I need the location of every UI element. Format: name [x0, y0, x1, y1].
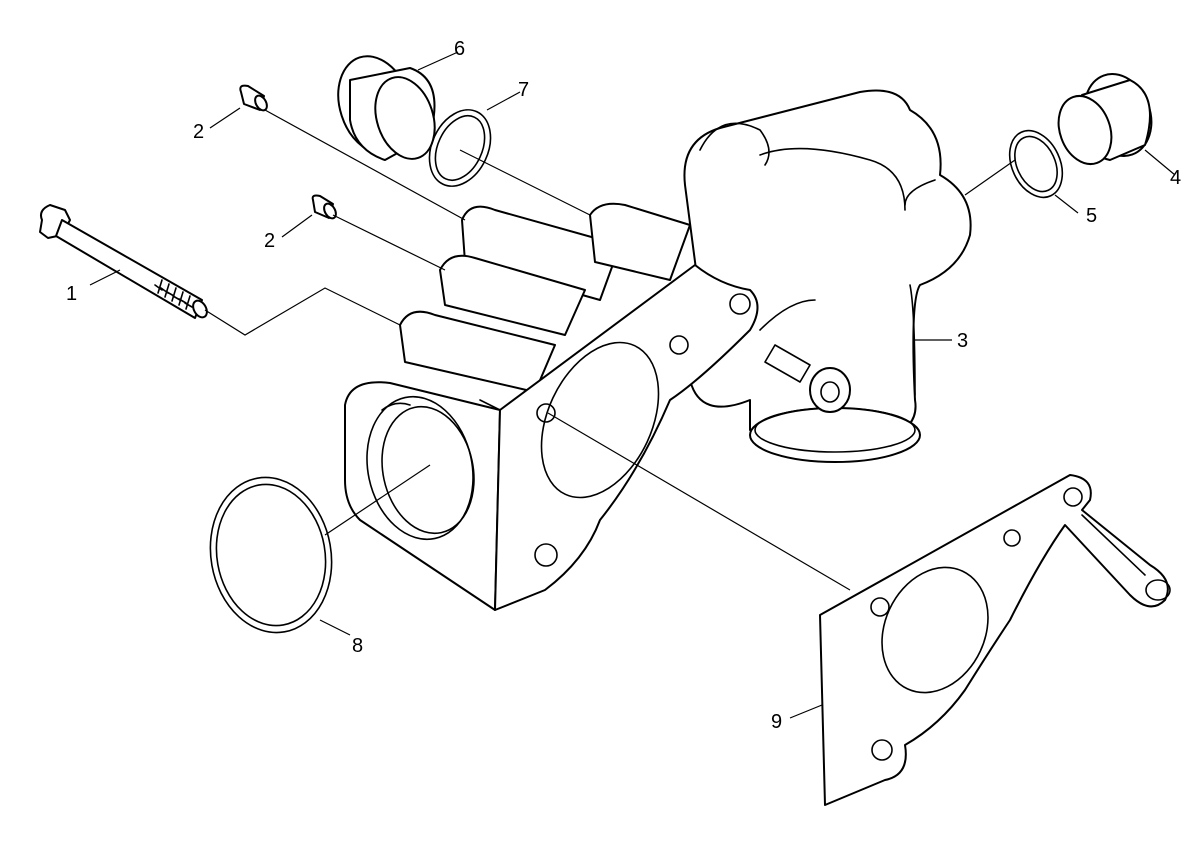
elbow-housing [683, 89, 972, 463]
callout-2-lower: 2 [264, 230, 275, 252]
callout-4: 4 [1170, 167, 1181, 189]
callout-1: 1 [66, 283, 77, 305]
o-ring-8 [209, 476, 333, 634]
callout-9: 9 [771, 711, 782, 733]
gasket [819, 474, 1171, 806]
callout-7: 7 [518, 79, 529, 101]
callout-8: 8 [352, 635, 363, 657]
o-ring-5 [1008, 129, 1064, 199]
o-ring-7 [428, 109, 492, 187]
dowel-pin-upper [239, 84, 268, 112]
bolt [39, 204, 208, 319]
callout-5: 5 [1086, 205, 1097, 227]
thermostat-housing [344, 202, 759, 611]
callout-2-upper: 2 [193, 121, 204, 143]
cap-6 [337, 55, 436, 161]
leader-lines [89, 51, 1176, 719]
callout-6: 6 [454, 38, 465, 60]
cap-4 [1057, 73, 1153, 165]
dowel-pin-lower [311, 194, 337, 220]
callout-3: 3 [957, 330, 968, 352]
